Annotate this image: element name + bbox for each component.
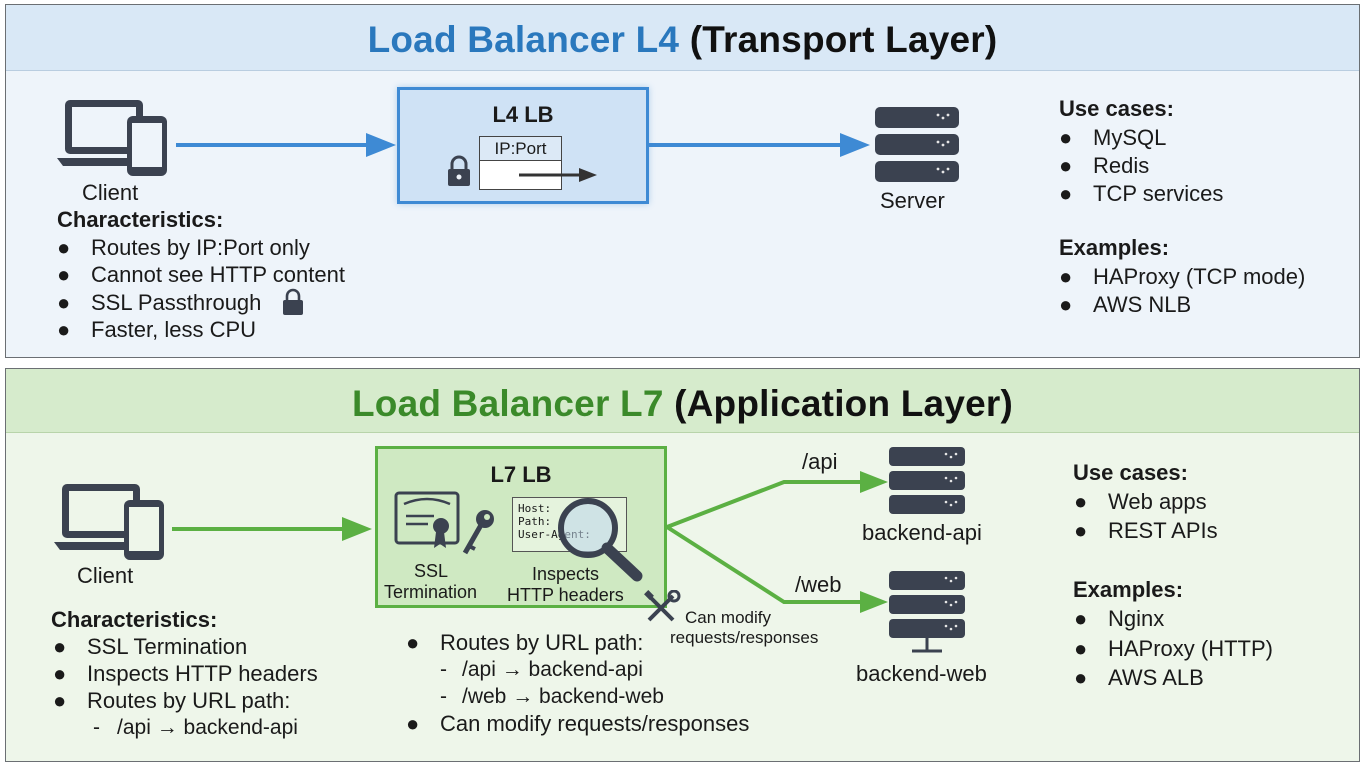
list-item: ●TCP services: [1059, 181, 1224, 206]
l4-title-rest: (Transport Layer): [689, 19, 998, 60]
server-icon: [875, 107, 959, 182]
backend-web-label: backend-web: [856, 661, 987, 686]
list-item: ●Routes by URL path:: [406, 630, 644, 655]
l4-lb-title: L4 LB: [492, 102, 554, 127]
list-subitem: -/api → backend-api: [440, 658, 643, 681]
l7-title-rest: (Application Layer): [674, 383, 1014, 424]
l7-client-label: Client: [77, 563, 134, 588]
l4-server-label: Server: [880, 188, 945, 213]
list-item: ●Web apps: [1074, 489, 1207, 514]
l7-client-arrow: [172, 517, 372, 541]
list-item: ●Routes by URL path:: [53, 688, 291, 713]
laptop-phone-icon: [54, 484, 164, 560]
list-item: ●AWS NLB: [1059, 292, 1192, 317]
list-item: ●Routes by IP:Port only: [57, 235, 310, 260]
list-item: ●Nginx: [1074, 606, 1165, 631]
server-icon: [889, 447, 965, 514]
inspect-label-line1: Inspects: [532, 564, 600, 584]
l4-panel: Load Balancer L4 (Transport Layer): [5, 4, 1360, 358]
wrench-screwdriver-icon: [644, 590, 681, 622]
list-item: ●Cannot see HTTP content: [57, 262, 345, 287]
certificate-icon: [394, 491, 460, 548]
l4-client-arrow: [176, 133, 396, 157]
l7-routing-arrows: [665, 471, 888, 613]
list-subitem: -/web → backend-web: [440, 685, 664, 708]
route-api-label: /api: [802, 449, 838, 474]
magnifier-icon: [558, 498, 643, 582]
modify-label-line2: requests/responses: [670, 628, 819, 647]
ssl-label-line2: Termination: [384, 582, 478, 602]
header-path: Path:: [518, 515, 552, 528]
key-icon: [462, 510, 494, 555]
list-item: ●REST APIs: [1074, 518, 1218, 543]
list-item: ●SSL Passthrough: [57, 290, 262, 315]
l7-title-accent: Load Balancer L7: [351, 383, 664, 424]
list-item: ●HAProxy (HTTP): [1074, 636, 1273, 661]
lock-icon: [283, 288, 303, 315]
l7-panel: Load Balancer L7 (Application Layer): [5, 368, 1360, 762]
l7-use-cases-heading: Use cases:: [1073, 460, 1188, 485]
ip-port-table: IP:Port: [479, 136, 562, 190]
laptop-phone-icon: [57, 100, 167, 176]
forward-arrow-icon: [519, 168, 597, 182]
backend-api-label: backend-api: [862, 520, 982, 545]
l4-use-cases-heading: Use cases:: [1059, 96, 1174, 121]
l7-title: Load Balancer L7 (Application Layer): [6, 369, 1359, 433]
ssl-label-line1: SSL: [414, 561, 449, 581]
list-item: ●SSL Termination: [53, 634, 248, 659]
list-item: ●Redis: [1059, 153, 1150, 178]
l4-server-arrow: [648, 133, 870, 157]
inspect-label-line2: HTTP headers: [507, 585, 624, 605]
header-host: Host:: [518, 502, 552, 515]
l7-lb-title: L7 LB: [490, 462, 552, 487]
l4-title-accent: Load Balancer L4: [367, 19, 680, 60]
list-item: ●Faster, less CPU: [57, 317, 257, 342]
list-item: ●MySQL: [1059, 125, 1167, 150]
l4-characteristics-heading: Characteristics:: [57, 207, 224, 232]
list-item: ●AWS ALB: [1074, 665, 1204, 690]
list-item: ●Inspects HTTP headers: [53, 661, 318, 686]
l4-title: Load Balancer L4 (Transport Layer): [6, 5, 1359, 71]
l4-examples-heading: Examples:: [1059, 235, 1170, 260]
lock-icon: [448, 155, 470, 186]
modify-label-line1: Can modify: [685, 608, 771, 627]
list-item: ●HAProxy (TCP mode): [1059, 264, 1306, 289]
ip-port-field: IP:Port: [480, 137, 561, 161]
l7-characteristics-heading: Characteristics:: [51, 607, 218, 632]
l4-client-label: Client: [82, 180, 139, 205]
list-subitem: -/api → backend-api: [93, 716, 298, 739]
server-icon: [889, 571, 965, 653]
list-item: ●Can modify requests/responses: [406, 711, 750, 736]
route-web-label: /web: [795, 572, 842, 597]
l7-examples-heading: Examples:: [1073, 577, 1184, 602]
